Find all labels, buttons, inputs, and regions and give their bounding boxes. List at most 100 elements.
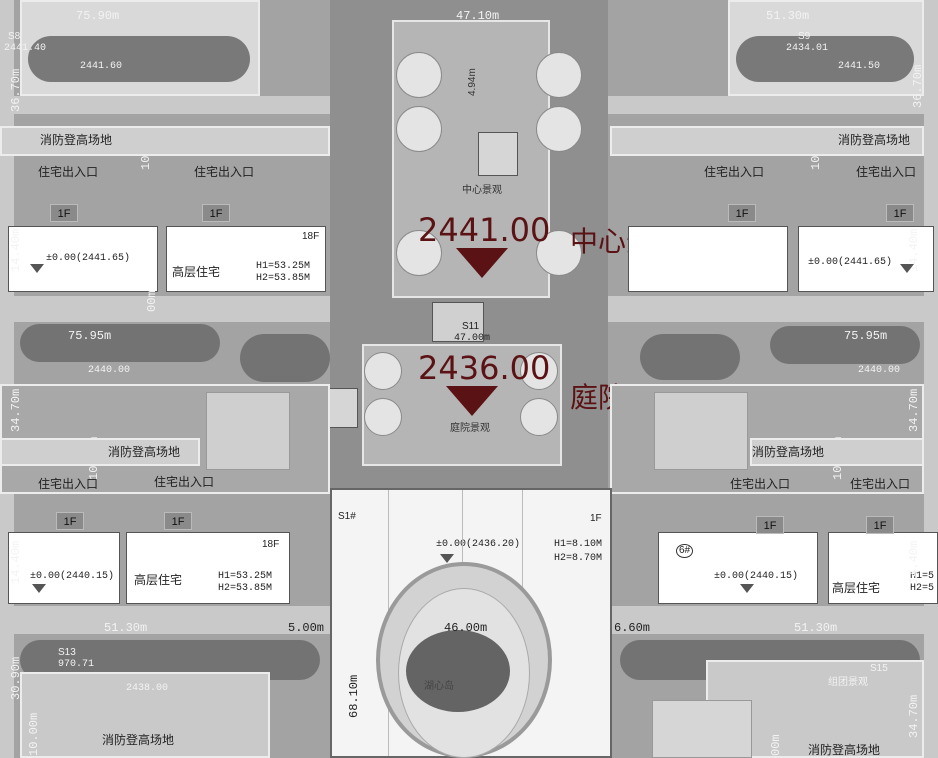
elev-2441: ±0.00(2441.65) [46,253,131,264]
floors-badge: 1F [202,204,230,222]
entrance-label: 住宅出入口 [730,477,791,491]
plot-s8-sub: 2441.60 [80,61,123,72]
tree [396,106,442,152]
highrise-label: 高层住宅 [832,581,881,595]
height-h1: H1=53.25M [256,261,311,272]
dim-00m: 00m [145,290,159,312]
open-court [206,392,290,470]
floors-badge: 1F [50,204,78,222]
entrance-label: 住宅出入口 [850,477,911,491]
plot-s9-code: S9 [798,31,811,42]
dim-75-95-right: 75.95m [844,329,888,343]
plot-s8-code: S8 [8,31,21,42]
central-small-label: 中心景观 [462,185,502,196]
entrance-label: 住宅出入口 [856,165,917,179]
tree [364,398,402,436]
plot-s8-code-sub: 2441.40 [4,43,47,54]
fire-area-left [0,126,330,156]
tree [536,52,582,98]
dim-00m-bottom: 00m [769,734,783,756]
s1-grid-line [522,490,523,608]
building-6-label: 6# [676,544,694,558]
plot-s1-height: 68.10m [347,674,361,718]
highrise-building [8,226,158,292]
floors-badge: 1F [756,516,784,534]
s1-grid-line [462,490,463,608]
dim-14-40-left: 14.40m [9,228,23,272]
dim-36-70-right: 36.70m [911,64,925,108]
elev-2440-right: ±0.00(2440.15) [714,571,799,582]
plot-s9-sub: 2441.50 [838,61,881,72]
central-elevation-marker [456,248,508,278]
highrise-building [798,226,934,292]
pavilion [328,388,358,428]
entrance-label: 住宅出入口 [38,165,99,179]
tree-cluster [770,326,920,364]
plot-s10-width: 47.10m [456,9,500,23]
fire-label-bottom-left: 消防登高场地 [102,733,175,747]
tree [396,52,442,98]
tree [536,106,582,152]
plot-s9-width: 51.30m [766,9,810,23]
dim-36-70-left: 36.70m [9,68,23,112]
highrise-label: 高层住宅 [134,573,183,587]
height-h2: H2=53.85M [256,273,311,284]
highrise-building [8,532,120,604]
elevation-marker [440,554,454,563]
fire-label-bottom-right: 消防登高场地 [808,743,881,757]
dim-34-70-left: 34.70m [9,388,23,432]
tree-cluster [28,36,250,82]
central-dim-small: 4.94m [467,68,478,96]
tree [520,352,558,390]
floors-badge: 1F [866,516,894,534]
plot-s8-width: 75.90m [76,9,120,23]
dim-51-30-left: 51.30m [104,621,148,635]
courtyard-small-label: 庭院景观 [450,423,490,434]
floors-badge: 1F [728,204,756,222]
tree-cluster [736,36,914,82]
fire-label-lower-right: 消防登高场地 [752,445,825,459]
paving-grid [432,302,484,342]
fire-label-left: 消防登高场地 [40,133,113,147]
plot-s15-group: 组团景观 [828,677,868,688]
floors-18f: 18F [302,231,320,242]
dim-14-40-lower-right: 14.40m [907,540,921,584]
tree [396,230,442,276]
plot-s1-h1: H1=8.10M [554,539,603,550]
height-h1-short: H1=5 [910,571,935,582]
tree-cluster [640,334,740,380]
dim-6-60: 6.60m [614,621,651,635]
dim-10-00-bottom: 10.00m [27,712,41,756]
highrise-building [628,226,788,292]
fire-area-right [610,126,924,156]
tree-cluster [240,334,330,382]
left-vertical-road [0,0,14,758]
plot-s1-elev: ±0.00(2436.20) [436,539,521,550]
highrise-building [658,532,818,604]
entrance-label: 住宅出入口 [704,165,765,179]
sub-2440-right: 2440.00 [858,365,901,376]
fountain-grid [478,132,518,176]
plot-s11-width: 47.00m [454,333,491,344]
plot-s13-sub: 2438.00 [126,683,169,694]
courtyard-elevation: 2436.00 [418,349,551,387]
plot-s1-floor: 1F [590,513,602,524]
floors-badge: 1F [164,512,192,530]
tree [536,230,582,276]
pond-island-label: 湖心岛 [424,681,454,692]
dim-75-95-left: 75.95m [68,329,112,343]
plot-s13-block [20,672,270,758]
island-trees [406,630,510,712]
right-vertical-road [924,0,938,758]
fire-area-lower-left [0,438,200,466]
courtyard-elevation-marker [446,386,498,416]
elev-2441-right: ±0.00(2441.65) [808,257,893,268]
elevation-marker [740,584,754,593]
height-h2: H2=53.85M [218,583,273,594]
dim-34-70-right: 34.70m [907,388,921,432]
tree [520,398,558,436]
plot-s13-code-sub: 970.71 [58,659,95,670]
dim-5-00: 5.00m [288,621,325,635]
plot-s9-code-sub: 2434.01 [786,43,829,54]
dim-51-30-right: 51.30m [794,621,838,635]
